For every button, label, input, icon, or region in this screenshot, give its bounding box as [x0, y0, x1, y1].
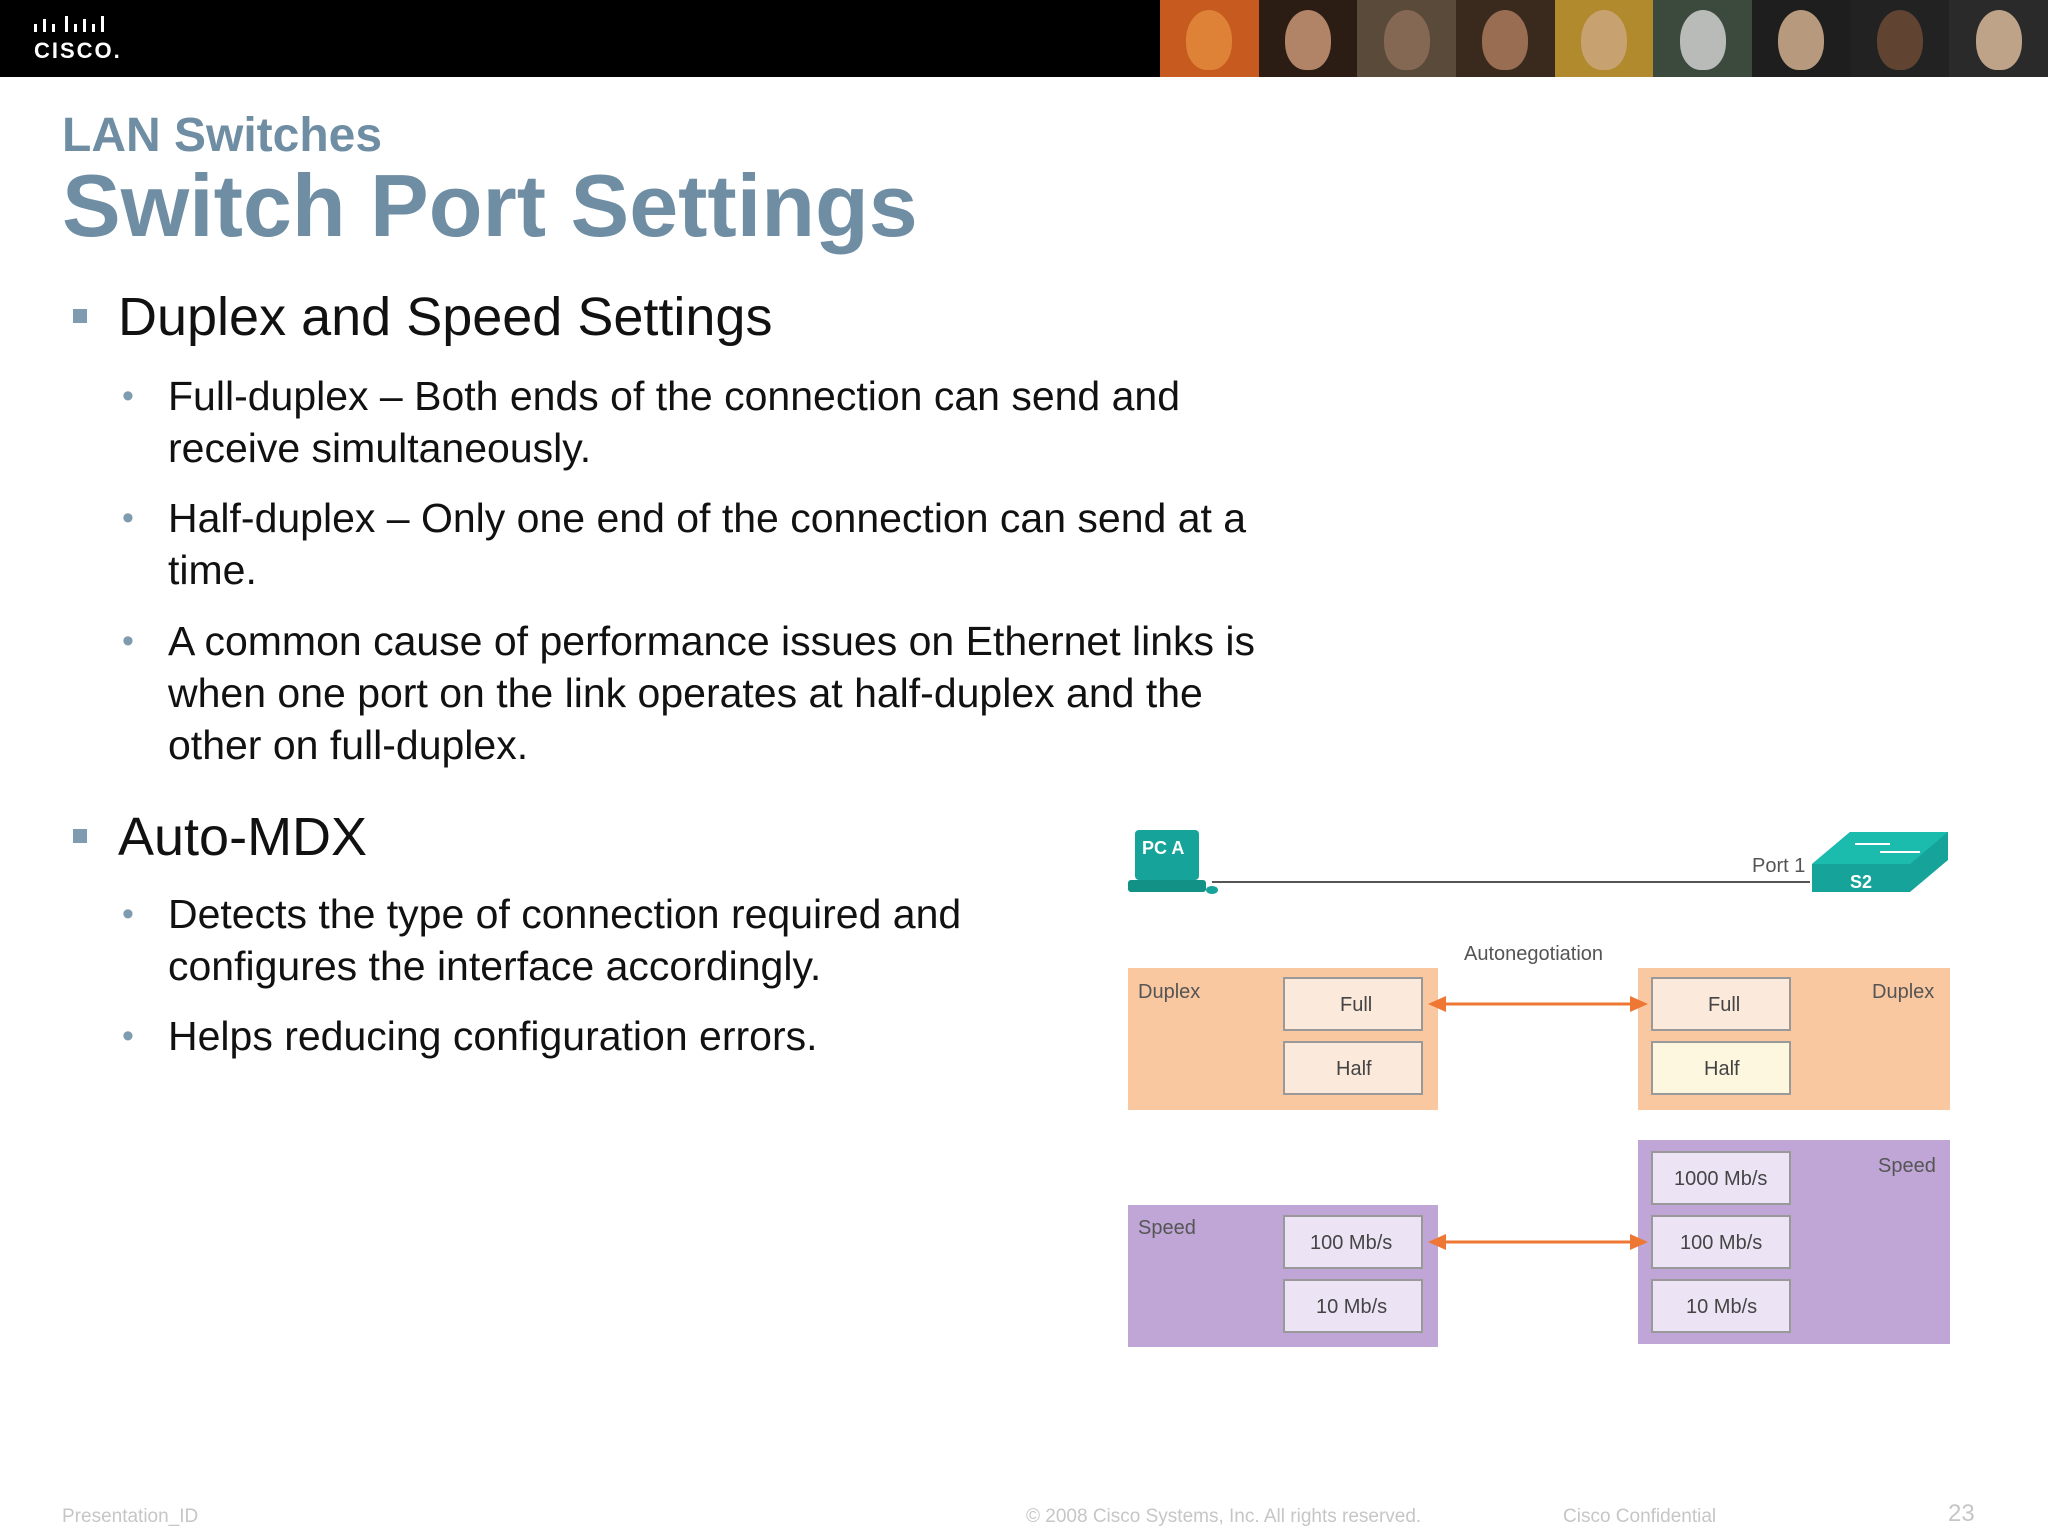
right-speed-100-text: 100 Mb/s: [1680, 1232, 1762, 1254]
left-speed-label: Speed: [1138, 1217, 1196, 1239]
photo-tile: [1160, 0, 1259, 77]
right-duplex-label: Duplex: [1872, 981, 1934, 1003]
autonegotiation-label: Autonegotiation: [1464, 943, 1603, 965]
left-duplex-half-box: [1283, 1041, 1423, 1095]
pc-icon: PC A: [1128, 830, 1218, 894]
photo-tile: [1949, 0, 2048, 77]
switch-label: S2: [1850, 872, 1872, 892]
slide-title: Switch Port Settings: [62, 156, 918, 255]
sub-bullet: • A common cause of performance issues o…: [122, 615, 1258, 771]
left-duplex-half-text: Half: [1336, 1058, 1372, 1080]
people-photo-strip: [1160, 0, 2048, 77]
right-duplex-full-box: [1651, 977, 1791, 1031]
right-speed-10-text: 10 Mb/s: [1686, 1296, 1757, 1318]
bullet-heading-duplex: Duplex and Speed Settings: [73, 286, 773, 348]
right-speed-1000-box: [1651, 1151, 1791, 1205]
section-title: LAN Switches: [62, 109, 383, 162]
left-speed-100-box: [1283, 1215, 1423, 1269]
duplex-arrow: [1428, 996, 1648, 1012]
photo-tile: [1258, 0, 1358, 77]
confidential-label: Cisco Confidential: [1563, 1506, 1717, 1527]
left-duplex-full-box: [1283, 977, 1423, 1031]
sub-bullet: • Full-duplex – Both ends of the connect…: [122, 370, 1258, 474]
right-duplex-full-text: Full: [1708, 994, 1740, 1016]
left-speed-10-text: 10 Mb/s: [1316, 1296, 1387, 1318]
sub-bullet: • Helps reducing configuration errors.: [122, 1010, 1088, 1062]
photo-tile: [1357, 0, 1457, 77]
photo-tile: [1850, 0, 1950, 77]
left-duplex-label: Duplex: [1138, 981, 1200, 1003]
photo-tile: [1554, 0, 1654, 77]
sub-bullet: • Half-duplex – Only one end of the conn…: [122, 492, 1258, 596]
dot-bullet-icon: •: [122, 1017, 134, 1055]
diagram-svg: PC A Port 1 S2 Autonegotiation Duplex Du…: [1128, 830, 1950, 1347]
bullet-heading-automdx: Auto-MDX: [73, 806, 368, 868]
photo-tile: [1456, 0, 1555, 77]
sub-bullet-text: A common cause of performance issues on …: [168, 618, 1256, 768]
copyright-text: © 2008 Cisco Systems, Inc. All rights re…: [1026, 1506, 1422, 1527]
dot-bullet-icon: •: [122, 895, 134, 933]
port-label: Port 1: [1752, 855, 1805, 877]
sub-bullet: • Detects the type of connection require…: [122, 888, 1088, 992]
sub-bullet-text: Detects the type of connection required …: [168, 891, 962, 989]
dot-bullet-icon: •: [122, 377, 134, 415]
header-bar: CISCO.: [0, 0, 2048, 77]
bullet-heading-text: Auto-MDX: [118, 807, 368, 867]
sub-bullet-text: Helps reducing configuration errors.: [168, 1013, 818, 1059]
left-duplex-full-text: Full: [1340, 994, 1372, 1016]
square-bullet-icon: [73, 829, 87, 843]
cisco-bars-icon: [34, 16, 104, 32]
autonegotiation-diagram: PC A Port 1 S2 Autonegotiation Duplex Du…: [1120, 820, 1960, 1360]
speed-arrow: [1428, 1234, 1648, 1250]
footer: Presentation_ID © 2008 Cisco Systems, In…: [0, 1500, 2048, 1536]
right-speed-10-box: [1651, 1279, 1791, 1333]
sub-bullet-text: Full-duplex – Both ends of the connectio…: [168, 373, 1181, 471]
right-duplex-half-text: Half: [1704, 1058, 1740, 1080]
bullet-heading-text: Duplex and Speed Settings: [118, 287, 773, 347]
pc-label: PC A: [1142, 838, 1184, 858]
switch-icon: S2: [1812, 832, 1948, 892]
square-bullet-icon: [73, 309, 87, 323]
right-speed-label: Speed: [1878, 1155, 1936, 1177]
cisco-logo-text: CISCO.: [34, 38, 122, 63]
photo-tile: [1653, 0, 1753, 77]
left-speed-100-text: 100 Mb/s: [1310, 1232, 1392, 1254]
sub-bullet-text: Half-duplex – Only one end of the connec…: [168, 495, 1247, 593]
dot-bullet-icon: •: [122, 622, 134, 660]
left-speed-10-box: [1283, 1279, 1423, 1333]
page-number: 23: [1948, 1500, 1975, 1527]
cisco-logo: CISCO.: [32, 14, 120, 64]
right-speed-100-box: [1651, 1215, 1791, 1269]
presentation-id: Presentation_ID: [62, 1506, 199, 1527]
right-speed-1000-text: 1000 Mb/s: [1674, 1168, 1767, 1190]
dot-bullet-icon: •: [122, 499, 134, 537]
photo-tile: [1752, 0, 1851, 77]
right-duplex-half-box: [1651, 1041, 1791, 1095]
